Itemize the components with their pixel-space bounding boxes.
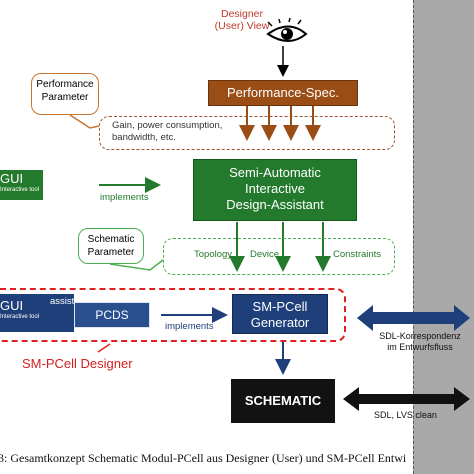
topology-dashed-box [163,238,395,275]
smpcell-designer-pointer [97,343,111,353]
sa-line3: Design-Assistant [226,197,324,212]
eye-icon [266,17,308,42]
schem-param-line1: Schematic [87,234,135,245]
design-assistant-box: Semi-Automatic Interactive Design-Assist… [193,159,357,221]
perf-param-line2: Parameter [41,92,89,103]
sdl-lvs-label: SDL, LVS clean [374,410,437,420]
constraints-label: Constraints [333,249,382,260]
performance-spec-box: Performance-Spec. [208,80,358,106]
designer-view-label: Designer (User) View [192,8,292,32]
gui-bottom-title: GUI [0,298,24,313]
gain-dashed-box [99,116,395,150]
device-label: Device [250,249,280,260]
gain-line2: bandwidth, etc. [112,132,176,143]
smpcell-designer-label: SM-PCell Designer [22,356,133,371]
gui-top-subtitle: Interactive tool [0,187,40,193]
implements-top-label: implements [100,192,149,203]
sdl-korrespondenz-arrow [357,305,470,331]
topology-label: Topology [194,249,233,260]
sdl-korr-line2: im Entwurfsfluss [387,342,453,352]
smpcell-generator-box: SM-PCell Generator [232,294,328,334]
schematic-parameter-callout: Schematic Parameter [78,228,144,264]
generator-line2: Generator [250,315,310,330]
sdl-korrespondenz-label: SDL-Korrespondenz im Entwurfsfluss [370,331,470,353]
sdl-lvs-arrow [343,387,470,411]
designer-view-line1: Designer [220,8,264,20]
assists-label: assists [50,296,80,307]
perf-param-pointer [69,114,100,129]
brown-arrows [239,106,321,141]
smpcell-designer-group [0,288,346,342]
schem-param-line2: Parameter [87,247,135,258]
schematic-box: SCHEMATIC [231,379,335,423]
perf-param-line1: Performance [36,79,94,90]
gui-top-box: GUI Interactive tool [0,170,43,200]
pcds-box: PCDS [74,302,150,328]
figure-caption: 3: Gesamtkonzept Schematic Modul-PCell a… [0,451,407,465]
gain-text: Gain, power consumption, bandwidth, etc. [112,120,252,144]
gui-bottom-box: GUI Interactive tool [0,294,74,332]
gain-line1: Gain, power consumption, [112,120,223,131]
performance-parameter-callout: Performance Parameter [31,73,99,115]
designer-view-line2: (User) View [214,20,270,32]
sa-line1: Semi-Automatic [229,165,321,180]
schem-param-pointer [109,259,164,271]
gui-top-title: GUI [0,171,24,186]
green-arrows [229,222,331,272]
implements-mid-label: implements [165,321,214,332]
sa-line2: Interactive [245,181,305,196]
gui-bottom-subtitle: Interactive tool [0,314,40,320]
generator-line1: SM-PCell [252,299,308,314]
sdl-korr-line1: SDL-Korrespondenz [379,331,461,341]
